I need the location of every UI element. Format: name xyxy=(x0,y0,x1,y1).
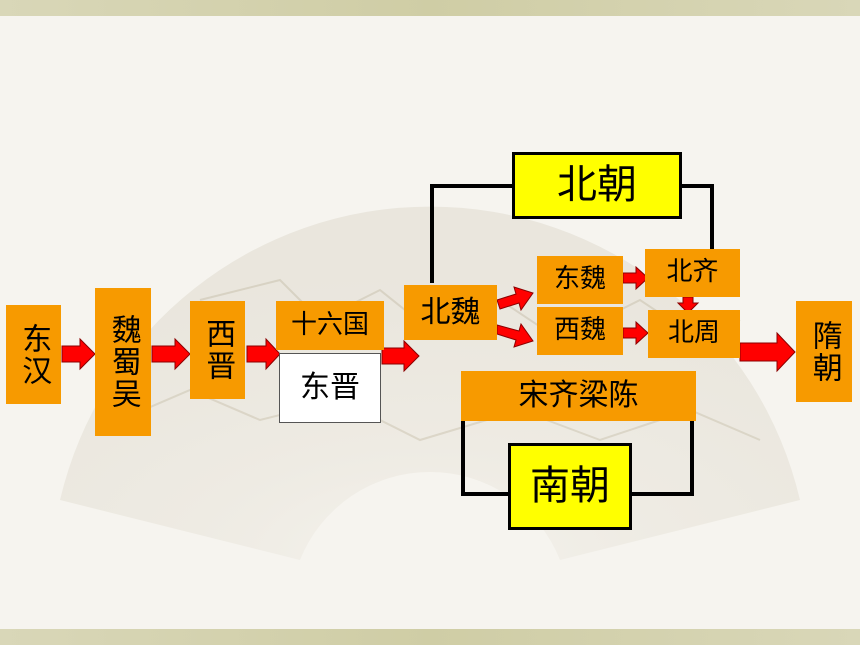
node-beiqi: 北齐 xyxy=(645,249,740,297)
node-beizhou: 北周 xyxy=(648,310,740,358)
arrow-beizhou-suichao xyxy=(739,331,796,373)
arrow-beiwei-dongwei xyxy=(496,286,534,312)
arrow-dongwei-beiqi xyxy=(622,265,649,291)
node-songqiliangchen: 宋齐梁陈 xyxy=(461,371,696,421)
node-shiliuguo: 十六国 xyxy=(276,301,384,350)
label-beichao: 北朝 xyxy=(512,152,682,219)
node-donghan: 东汉 xyxy=(6,305,61,404)
node-dongwei: 东魏 xyxy=(537,256,623,304)
bottom-decor-band xyxy=(0,629,860,645)
node-xijin: 西晋 xyxy=(190,301,245,399)
top-decor-band xyxy=(0,0,860,16)
node-weishuwu: 魏蜀吴 xyxy=(95,288,151,436)
node-beiwei: 北魏 xyxy=(404,285,497,340)
arrow-donghan-weishuwu xyxy=(61,337,96,371)
arrow-xijin-shiliuguo xyxy=(246,337,281,371)
arrow-weishuwu-xijin xyxy=(151,337,191,371)
arrow-dongjin-beiwei xyxy=(381,339,420,373)
arrow-beiwei-xiwei xyxy=(496,322,534,348)
arrow-xiwei-beizhou xyxy=(622,320,649,346)
node-dongjin: 东晋 xyxy=(279,353,381,423)
node-suichao: 隋朝 xyxy=(796,301,852,402)
arrow-beiqi-beizhou xyxy=(676,296,700,314)
label-nanchao: 南朝 xyxy=(508,443,632,530)
node-xiwei: 西魏 xyxy=(537,307,623,355)
